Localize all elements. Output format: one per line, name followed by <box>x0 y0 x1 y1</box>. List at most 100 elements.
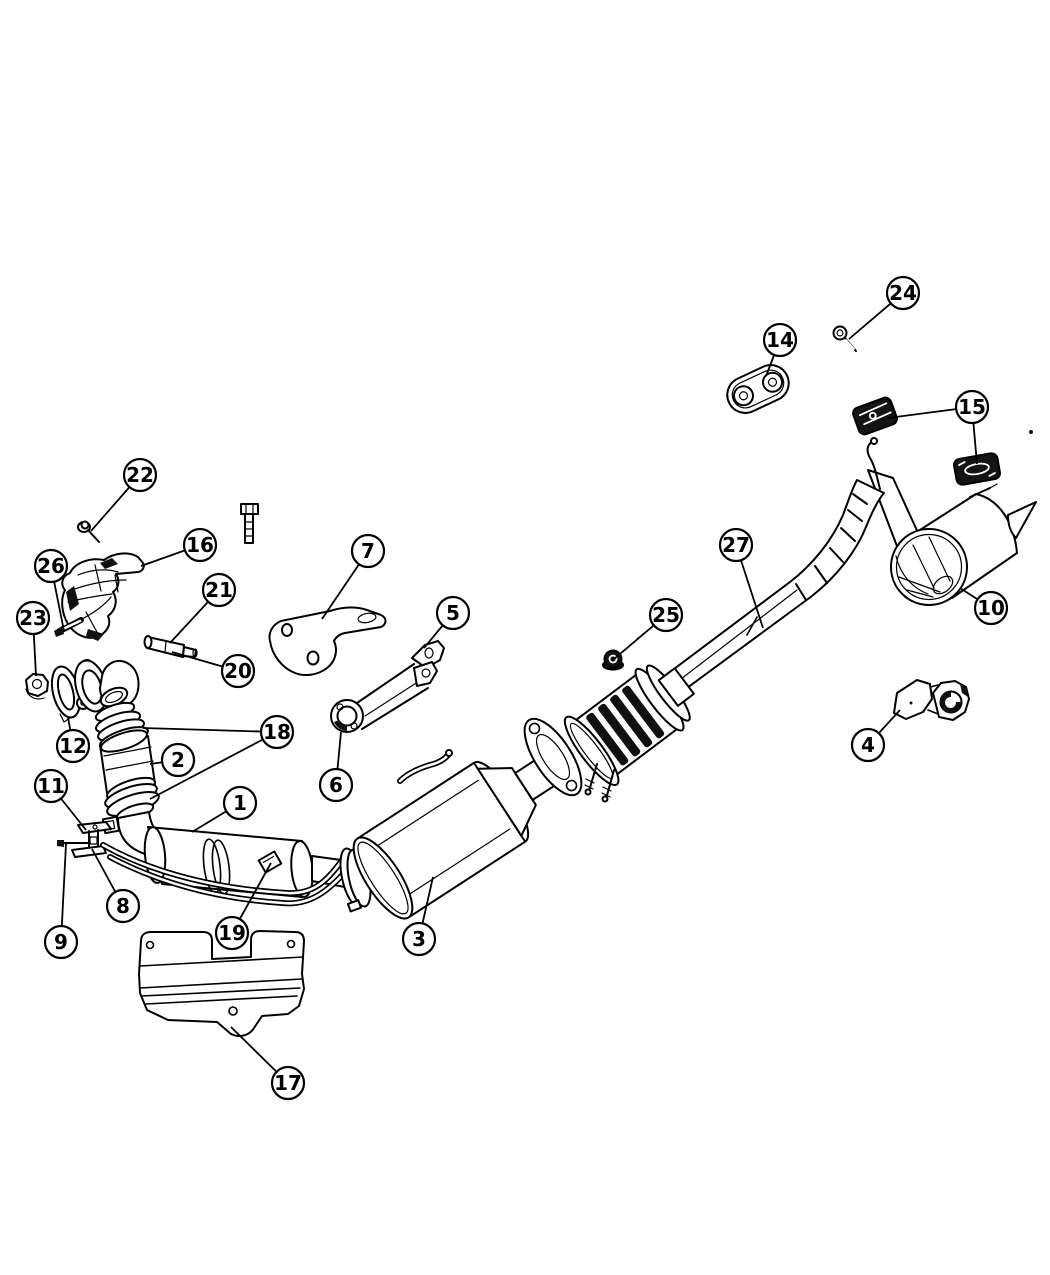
callout-balloon <box>435 595 471 631</box>
callout-24: 24 <box>848 275 921 340</box>
pipe-ribs <box>795 493 868 601</box>
leader-line-18 <box>149 731 278 800</box>
intermediate-pipe <box>653 469 926 703</box>
callout-number: 4 <box>861 733 875 757</box>
muffler-stud <box>969 483 998 498</box>
callout-number: 1 <box>233 791 247 815</box>
callout-number: 14 <box>766 328 794 352</box>
callout-9: 9 <box>43 843 79 960</box>
callout-balloon <box>850 727 886 763</box>
callout-balloon <box>762 322 798 358</box>
callout-balloon <box>318 767 354 803</box>
callout-balloon <box>160 742 196 778</box>
rubber-isolator-lower <box>953 452 1001 486</box>
outlet-flange <box>523 717 583 797</box>
callout-number: 21 <box>205 578 233 602</box>
callout-number: 26 <box>37 554 65 578</box>
callout-number: 17 <box>274 1071 302 1095</box>
callout-6: 6 <box>318 731 354 803</box>
callout-4: 4 <box>850 709 901 763</box>
callout-26: 26 <box>33 548 69 632</box>
mid-muffler <box>352 743 578 920</box>
downpipe-flange <box>74 659 108 713</box>
callout-3: 3 <box>401 876 437 957</box>
callout-number: 22 <box>126 463 154 487</box>
callout-number: 16 <box>186 533 214 557</box>
callout-number: 5 <box>446 601 460 625</box>
callout-number: 10 <box>977 596 1005 620</box>
callout-balloon <box>222 785 258 821</box>
flange-nut-25 <box>602 649 624 671</box>
rod-clamp <box>257 850 283 874</box>
callout-balloon <box>220 653 256 689</box>
callout-25: 25 <box>613 597 684 660</box>
callout-number: 15 <box>958 395 986 419</box>
callout-19: 19 <box>214 862 272 951</box>
callout-18: 18 <box>142 714 295 800</box>
callout-balloon <box>214 915 250 951</box>
mount-stud <box>143 635 198 658</box>
callout-21: 21 <box>169 572 237 644</box>
callout-number: 9 <box>54 930 68 954</box>
downpipe-elbow <box>94 660 140 723</box>
callout-7: 7 <box>321 533 386 620</box>
callout-balloon <box>201 572 237 608</box>
callout-11: 11 <box>33 768 87 831</box>
support-rods <box>100 842 355 907</box>
callout-5: 5 <box>423 595 471 649</box>
callout-number: 6 <box>329 773 343 797</box>
callout-layer: 1234567891011121415161718192021222324252… <box>15 275 1009 1101</box>
pipe-hanger-hook <box>866 437 881 490</box>
callout-balloon <box>954 389 990 425</box>
callout-15: 15 <box>887 389 990 465</box>
callout-10: 10 <box>959 587 1009 626</box>
callout-20: 20 <box>171 651 256 689</box>
callout-balloon <box>259 714 295 750</box>
flex-coupling <box>563 664 695 803</box>
callout-balloon <box>33 768 69 804</box>
callout-number: 20 <box>224 659 252 683</box>
tailpipe-isolator-bracket <box>726 364 790 414</box>
exhaust-tip <box>1007 501 1037 539</box>
callout-2: 2 <box>149 742 196 778</box>
paint-speck <box>1029 430 1033 434</box>
parts-artwork <box>25 325 1037 1037</box>
callout-balloon <box>43 924 79 960</box>
callout-8: 8 <box>91 848 141 924</box>
shield-mount-pin <box>54 617 84 637</box>
callout-12: 12 <box>55 716 91 764</box>
callout-17: 17 <box>230 1026 306 1101</box>
callout-balloon <box>33 548 69 584</box>
callout-23: 23 <box>15 600 51 677</box>
rear-muffler <box>890 483 1037 606</box>
leader-line-18 <box>142 727 278 733</box>
callout-balloon <box>182 527 218 563</box>
callout-number: 18 <box>263 720 291 744</box>
callout-number: 11 <box>37 774 65 798</box>
manifold-bolt <box>77 520 100 543</box>
floor-heat-shield <box>138 930 305 1037</box>
callout-1: 1 <box>191 785 258 833</box>
callout-14: 14 <box>762 322 798 377</box>
callout-27: 27 <box>718 527 764 629</box>
callout-balloon <box>122 457 158 493</box>
callout-balloon <box>55 728 91 764</box>
callout-number: 2 <box>171 748 185 772</box>
front-hanger-bracket <box>71 821 112 858</box>
callout-number: 19 <box>218 921 246 945</box>
callout-number: 12 <box>59 734 87 758</box>
callout-balloon <box>718 527 754 563</box>
hanger-bracket-assembly <box>330 640 445 733</box>
callout-balloon <box>401 921 437 957</box>
callout-number: 23 <box>19 606 47 630</box>
hanger-rod <box>57 840 91 847</box>
callout-balloon <box>973 590 1009 626</box>
catalytic-converter <box>94 710 160 822</box>
callout-balloon <box>105 888 141 924</box>
rear-mount-bracket <box>893 679 970 721</box>
callout-number: 24 <box>889 281 917 305</box>
isolator-bolt <box>832 325 857 352</box>
callout-balloon <box>15 600 51 636</box>
